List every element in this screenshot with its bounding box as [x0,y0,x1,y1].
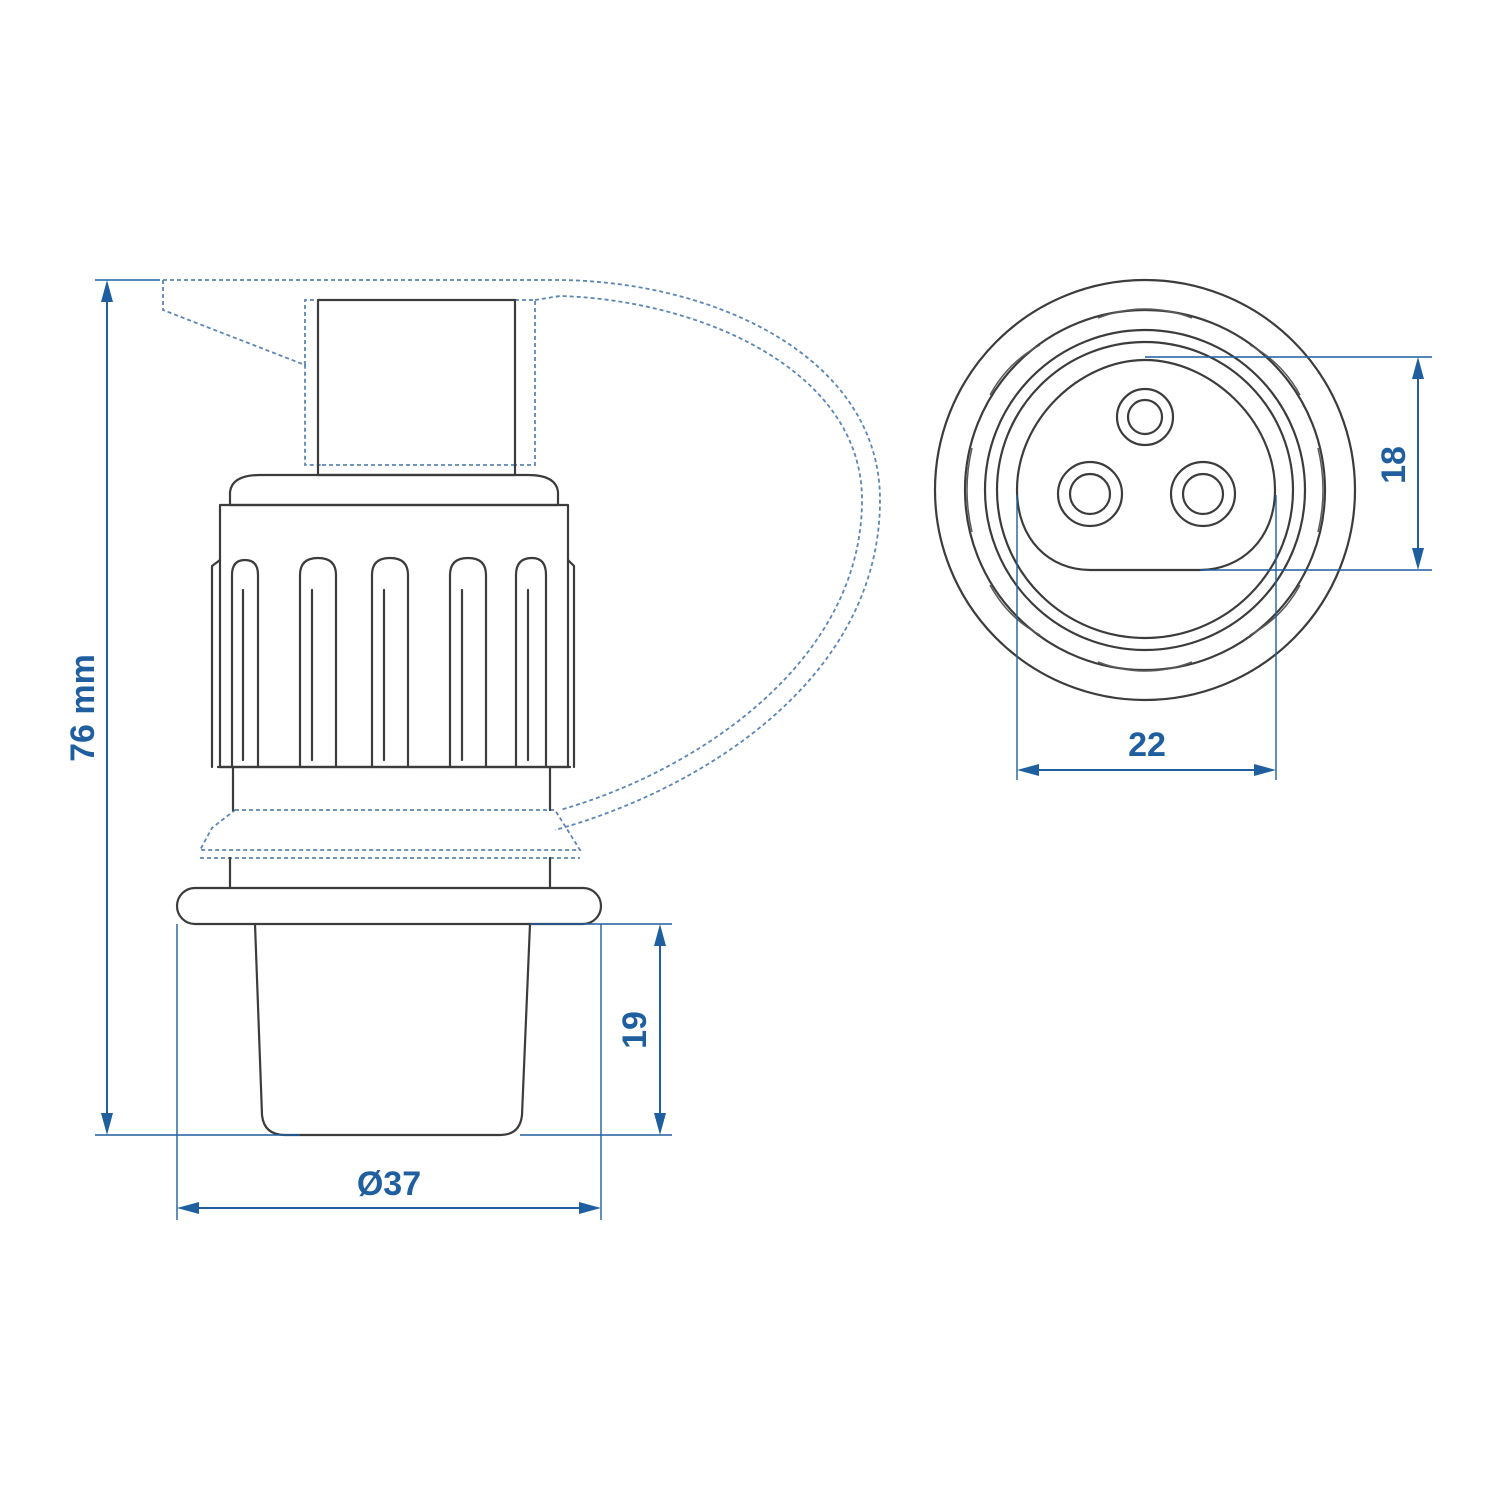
knurled-nut [210,503,576,769]
label-socket-width: 22 [1128,726,1166,764]
dimension-height-total [95,279,300,1136]
neck [231,765,552,812]
connector-side-view [162,279,881,1137]
dimension-plug-height [520,923,672,1136]
dimension-socket-width [1016,495,1277,780]
lower-neck [228,856,552,890]
label-body-diameter: Ø37 [357,1165,421,1203]
socket-face [1015,358,1277,572]
protective-cap-outline [162,279,881,859]
label-plug-height: 19 [616,1011,654,1049]
lower-body [253,922,532,1137]
dimension-body-diameter [176,924,602,1220]
connector-front-view [933,278,1357,702]
contact-hole-right [1169,460,1237,528]
flange-ring [175,886,603,926]
dimension-socket-height [1145,356,1432,571]
top-pin [316,298,517,477]
knurl-bumps [966,308,1324,672]
upper-collar [228,473,560,507]
label-socket-height: 18 [1375,446,1413,484]
contact-hole-left [1056,460,1124,528]
label-height-total: 76 mm [64,654,102,762]
contact-hole-top [1115,387,1175,447]
